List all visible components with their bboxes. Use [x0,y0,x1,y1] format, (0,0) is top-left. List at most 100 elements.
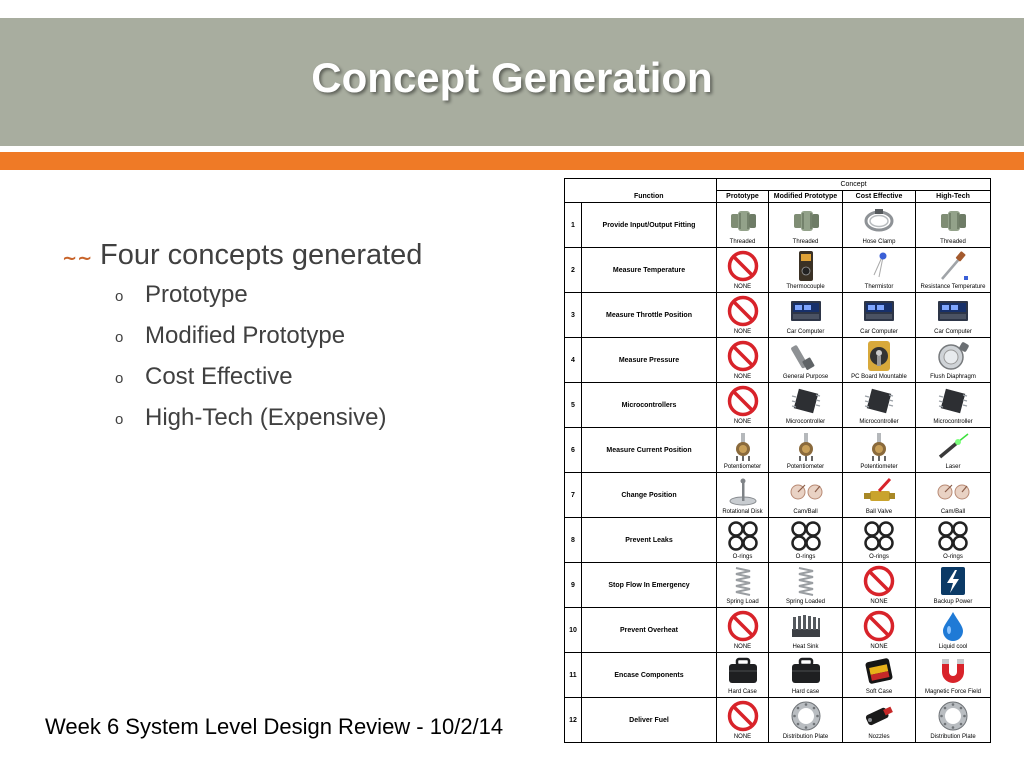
circle-bullet-icon: o [115,370,124,387]
function-name: Measure Temperature [581,247,717,293]
concept-cell-label: NONE [733,329,752,335]
row-number: 8 [564,517,582,563]
table-column-header-row: Function Prototype Modified Prototype Co… [564,190,992,203]
function-header: Function [581,190,717,203]
concept-cell: Car Computer [914,292,992,338]
chip-icon [770,384,842,418]
concept-cell: Nozzles [842,697,916,743]
concept-cell: Hard case [768,652,843,698]
concept-cell: Soft Case [842,652,916,698]
concept-cell: O-rings [716,517,769,563]
concept-cell-label: Nozzles [868,734,890,740]
concept-cell-content: Ball Valve [844,474,915,517]
concept-cell-content: Car Computer [917,294,990,337]
concept-cell-label: Thermocouple [786,284,825,290]
concept-cell-label: PC Board Mountable [851,374,907,380]
concept-cell: Distribution Plate [768,697,843,743]
concept-cell: NONE [716,382,769,428]
concept-cell-label: Distribution Plate [930,734,976,740]
concept-cell-label: Hard Case [728,689,757,695]
sub-bullet-text: Modified Prototype [145,322,346,349]
concept-cell-content: O-rings [770,519,842,562]
concept-cell-label: Spring Load [726,599,759,605]
diaphragm-icon [917,339,990,373]
concept-cell: NONE [716,607,769,653]
concept-cell-content: Thermocouple [770,249,842,292]
concept-cell-content: NONE [718,249,768,292]
concept-cell-content: Microcontroller [844,384,915,427]
none-icon [844,564,915,598]
concept-cell-content: O-rings [718,519,768,562]
row-number: 11 [564,652,582,698]
concept-cell-content: Rotational Disk [718,474,768,517]
column-header-high-tech: High-Tech [914,190,992,203]
function-name: Prevent Leaks [581,517,717,563]
potentiometer-icon [718,429,768,463]
concept-cell-content: Heat Sink [770,609,842,652]
concept-cell: Spring Load [716,562,769,608]
fitting-icon [718,204,768,238]
concept-cell-content: General Purpose [770,339,842,382]
concept-table: Concept Function Prototype Modified Prot… [564,178,992,743]
concept-cell-label: Spring Loaded [785,599,826,605]
concept-cell: Hard Case [716,652,769,698]
concept-cell-label: Laser [945,464,961,470]
bullet-glyph-icon: ∼∼ [62,248,93,268]
concept-cell-label: NONE [733,284,752,290]
row-number: 4 [564,337,582,383]
concept-cell-label: NONE [733,644,752,650]
concept-cell-label: Heat Sink [792,644,819,650]
heatsink-icon [770,609,842,643]
function-name: Encase Components [581,652,717,698]
concept-cell: General Purpose [768,337,843,383]
concept-cell-label: NONE [733,419,752,425]
concept-cell-content: Hard Case [718,654,768,697]
concept-cell: Car Computer [768,292,843,338]
concept-table-body: Concept Function Prototype Modified Prot… [564,178,992,743]
concept-cell: Resistance Temperature [914,247,992,293]
concept-cell-content: Thermistor [844,249,915,292]
concept-cell-content: Flush Diaphragm [917,339,990,382]
concept-cell-content: Hard case [770,654,842,697]
concept-cell: Ball Valve [842,472,916,518]
header-blank-cell [564,190,582,203]
computer-icon [770,294,842,328]
concept-cell: Potentiometer [842,427,916,473]
none-icon [718,339,768,373]
concept-cell-content: Spring Load [718,564,768,607]
concept-cell-label: Distribution Plate [782,734,829,740]
function-name: Deliver Fuel [581,697,717,743]
concept-cell-content: PC Board Mountable [844,339,915,382]
concept-cell-content: Potentiometer [770,429,842,472]
concept-cell-label: Flush Diaphragm [930,374,976,380]
column-header-prototype: Prototype [716,190,769,203]
slide-title: Concept Generation [311,54,713,101]
concept-cell-content: Soft Case [844,654,915,697]
concept-cell: Threaded [716,202,769,248]
plate-icon [917,699,990,733]
oring-icon [770,519,842,553]
none-icon [718,609,768,643]
concept-cell: Liquid cool [914,607,992,653]
spring-icon [718,564,768,598]
concept-cell-label: Resistance Temperature [920,284,986,290]
concept-cell: Rotational Disk [716,472,769,518]
concept-cell-label: Liquid cool [938,644,968,650]
concept-cell-content: Liquid cool [917,609,990,652]
concept-cell: Thermistor [842,247,916,293]
concept-cell-content: NONE [718,294,768,337]
concept-cell-label: Threaded [792,239,819,245]
row-number: 1 [564,202,582,248]
concept-cell-content: Threaded [917,204,990,247]
oring-icon [718,519,768,553]
concept-cell: Threaded [768,202,843,248]
